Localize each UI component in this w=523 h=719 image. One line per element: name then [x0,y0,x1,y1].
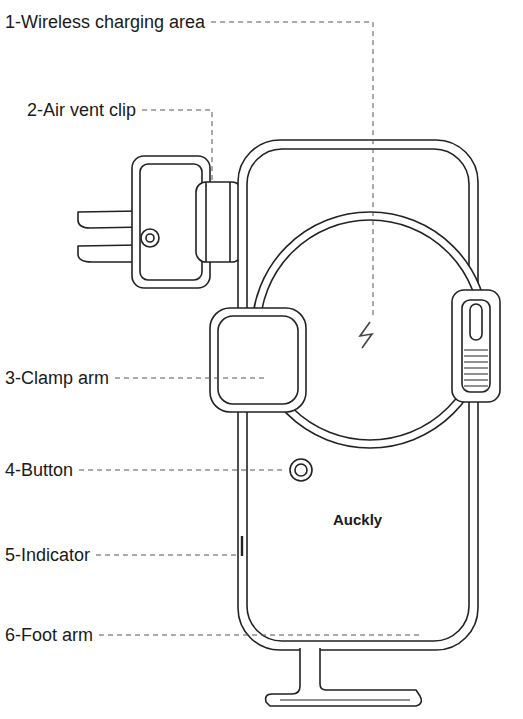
part-label: 3-Clamp arm [5,368,109,388]
leader-line [142,110,212,180]
part-label: 5-Indicator [5,545,90,565]
leader-line [99,635,420,636]
leader-line [96,555,238,556]
leader-line [211,22,373,318]
brand-logo: Auckly [333,511,382,529]
leader-line [115,378,265,379]
part-label: 1-Wireless charging area [5,12,205,32]
part-label: 6-Foot arm [5,625,93,645]
part-label: 2-Air vent clip [27,100,136,120]
leader-line [79,470,286,471]
part-label: 4-Button [5,460,73,480]
